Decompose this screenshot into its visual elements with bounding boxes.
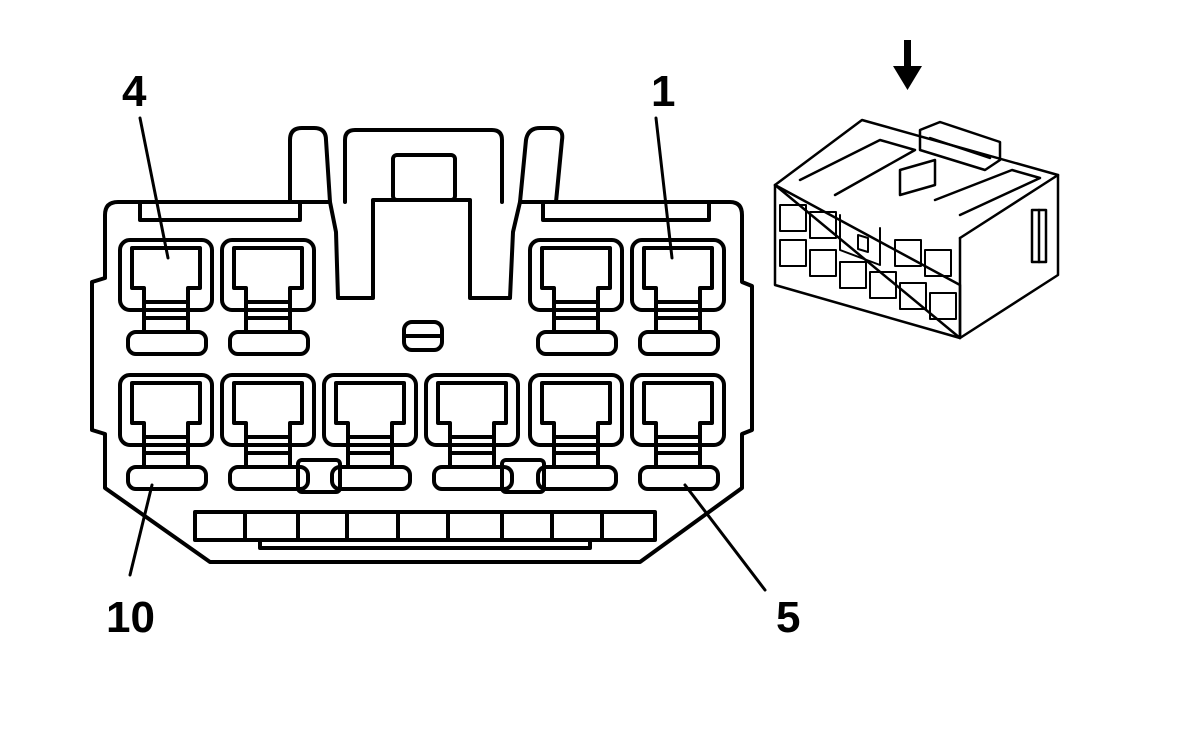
inset-right-face bbox=[958, 173, 1060, 340]
cavity bbox=[118, 373, 214, 491]
center-lock-tab bbox=[391, 153, 457, 202]
down-arrow-icon bbox=[893, 40, 922, 90]
connector-3d-view bbox=[773, 40, 1060, 340]
inset-front-face bbox=[773, 183, 962, 340]
connector-face bbox=[90, 116, 767, 592]
pin-label-5: 5 bbox=[776, 593, 800, 642]
leader-line-10 bbox=[128, 483, 154, 577]
left-latch bbox=[288, 126, 332, 204]
leader-line-4 bbox=[138, 116, 170, 260]
cavity bbox=[118, 238, 214, 356]
cavity bbox=[220, 238, 316, 356]
pin-label-1: 1 bbox=[651, 67, 675, 116]
cavity bbox=[220, 373, 316, 491]
cavity bbox=[630, 238, 726, 356]
cavity-row-bottom bbox=[118, 373, 726, 491]
cavity bbox=[528, 373, 624, 491]
cavity bbox=[424, 373, 520, 491]
cavity bbox=[630, 373, 726, 491]
center-lock bbox=[343, 128, 504, 204]
pin-label-10: 10 bbox=[106, 593, 155, 642]
cavity bbox=[528, 238, 624, 356]
bottom-rail bbox=[193, 510, 657, 542]
connector-housing bbox=[90, 198, 754, 564]
leader-line-1 bbox=[654, 116, 674, 260]
leader-line-5 bbox=[683, 483, 767, 592]
pin-label-4: 4 bbox=[122, 67, 147, 116]
cavity bbox=[322, 373, 418, 491]
cavity-row-top bbox=[118, 238, 726, 356]
right-latch bbox=[518, 126, 565, 204]
